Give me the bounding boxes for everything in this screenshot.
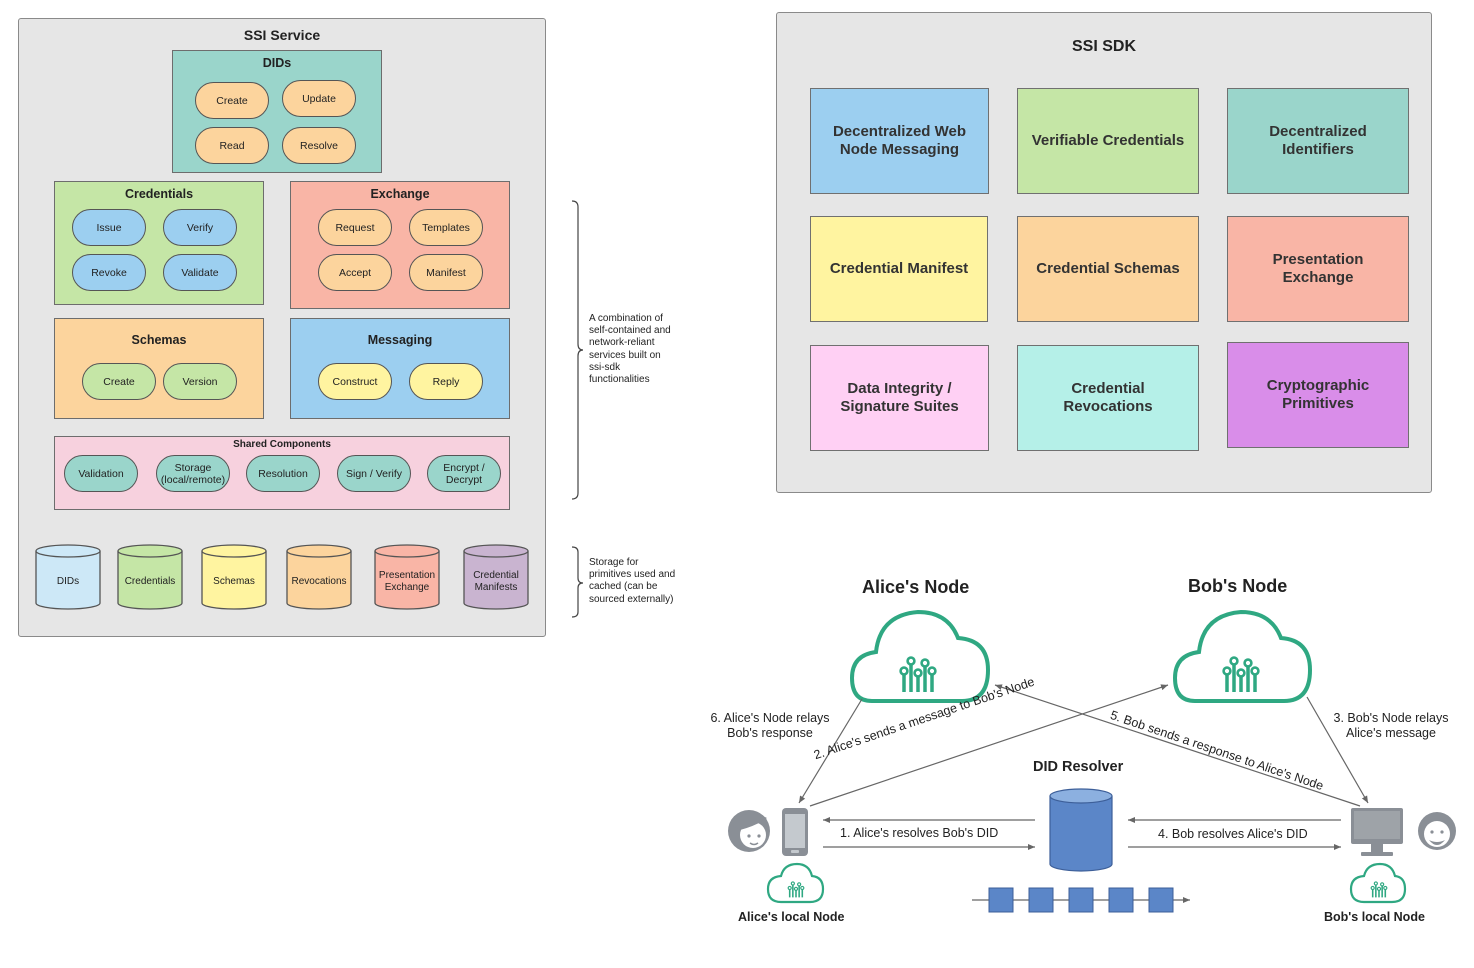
cylinder-schemas xyxy=(201,544,267,610)
storage-presentation-exchange-label: Presentation Exchange xyxy=(378,570,436,593)
credentials-group: Credentials Issue Verify Revoke Validate xyxy=(54,181,264,305)
sdk-credential-manifest: Credential Manifest xyxy=(810,216,988,322)
did-resolver-database-icon xyxy=(1049,788,1113,872)
blockchain-icon xyxy=(972,887,1190,913)
alice-node-title: Alice's Node xyxy=(862,577,970,597)
dids-read-pill: Read xyxy=(195,127,269,164)
messaging-group: Messaging Construct Reply xyxy=(290,318,510,419)
dids-create-pill: Create xyxy=(195,82,269,119)
shared-validation-pill: Validation xyxy=(64,455,138,492)
sdk-credential-revocations: Credential Revocations xyxy=(1017,345,1199,451)
credentials-title: Credentials xyxy=(124,187,194,201)
step4-label: 4. Bob resolves Alice's DID xyxy=(1158,827,1308,841)
storage-credentials-label: Credentials xyxy=(124,576,176,587)
bob-avatar-icon xyxy=(1418,812,1456,850)
step3-label: 3. Bob's Node relays Alice's message xyxy=(1333,711,1449,740)
exchange-accept-pill: Accept xyxy=(318,254,392,291)
credentials-verify-pill: Verify xyxy=(163,209,237,246)
cylinder-credential-manifests xyxy=(463,544,529,610)
arrow-alice-node-relay xyxy=(798,698,863,804)
messaging-construct-pill: Construct xyxy=(318,363,392,400)
step1-label: 1. Alice's resolves Bob's DID xyxy=(840,826,999,840)
alice-local-node-icon xyxy=(766,862,825,904)
alice-local-node-label: Alice's local Node xyxy=(738,910,845,924)
alice-node-cloud-icon xyxy=(849,609,991,703)
shared-components-title: Shared Components xyxy=(233,439,331,450)
alice-phone-icon xyxy=(782,808,808,856)
brace-combination xyxy=(571,200,584,500)
schemas-create-pill: Create xyxy=(82,363,156,400)
sdk-cryptographic-primitives: Cryptographic Primitives xyxy=(1227,342,1409,448)
messaging-title: Messaging xyxy=(367,333,433,347)
cylinder-presentation-exchange xyxy=(374,544,440,610)
did-resolver-title: DID Resolver xyxy=(1033,759,1124,775)
sdk-credential-schemas: Credential Schemas xyxy=(1017,216,1199,322)
shared-encrypt-decrypt-pill: Encrypt / Decrypt xyxy=(427,455,501,492)
arrow-bob-node-relay xyxy=(1306,696,1369,804)
step6-label: 6. Alice's Node relays Bob's response xyxy=(710,711,830,740)
bob-node-title: Bob's Node xyxy=(1188,576,1288,596)
exchange-request-pill: Request xyxy=(318,209,392,246)
dids-resolve-pill: Resolve xyxy=(282,127,356,164)
exchange-group: Exchange Request Templates Accept Manife… xyxy=(290,181,510,309)
exchange-templates-pill: Templates xyxy=(409,209,483,246)
shared-sign-verify-pill: Sign / Verify xyxy=(337,455,411,492)
shared-storage-pill: Storage (local/remote) xyxy=(156,455,230,492)
credentials-issue-pill: Issue xyxy=(72,209,146,246)
alice-avatar-icon xyxy=(728,810,770,852)
brace-storage xyxy=(571,546,584,618)
shared-components-group: Shared Components Validation Storage (lo… xyxy=(54,436,510,510)
exchange-title: Exchange xyxy=(370,187,430,201)
arrow-step2 xyxy=(809,684,1169,807)
sdk-decentralized-identifiers: Decentralized Identifiers xyxy=(1227,88,1409,194)
dids-group: DIDs Create Update Read Resolve xyxy=(172,50,382,173)
sdk-presentation-exchange: Presentation Exchange xyxy=(1227,216,1409,322)
arrow-step5 xyxy=(994,684,1361,807)
ssi-sdk-title: SSI SDK xyxy=(1071,38,1136,55)
schemas-version-pill: Version xyxy=(163,363,237,400)
storage-schemas-label: Schemas xyxy=(213,576,255,587)
combination-note: A combination of self-contained and netw… xyxy=(589,313,671,386)
cylinder-revocations xyxy=(286,544,352,610)
dids-title: DIDs xyxy=(262,56,292,70)
credentials-revoke-pill: Revoke xyxy=(72,254,146,291)
credentials-validate-pill: Validate xyxy=(163,254,237,291)
bob-local-node-icon xyxy=(1349,862,1407,904)
schemas-group: Schemas Create Version xyxy=(54,318,264,419)
storage-revocations-label: Revocations xyxy=(291,576,347,587)
sdk-data-integrity: Data Integrity / Signature Suites xyxy=(810,345,989,451)
bob-local-node-label: Bob's local Node xyxy=(1324,910,1425,924)
sdk-dwn-messaging: Decentralized Web Node Messaging xyxy=(810,88,989,194)
bob-node-cloud-icon xyxy=(1172,609,1313,703)
exchange-manifest-pill: Manifest xyxy=(409,254,483,291)
shared-resolution-pill: Resolution xyxy=(246,455,320,492)
dids-update-pill: Update xyxy=(282,80,356,117)
messaging-reply-pill: Reply xyxy=(409,363,483,400)
storage-dids-label: DIDs xyxy=(56,576,80,587)
ssi-service-title: SSI Service xyxy=(243,27,321,43)
storage-note: Storage for primitives used and cached (… xyxy=(589,557,676,605)
storage-credential-manifests-label: Credential Manifests xyxy=(473,570,519,593)
schemas-title: Schemas xyxy=(131,333,187,347)
cylinder-dids xyxy=(35,544,101,610)
bob-computer-icon xyxy=(1351,808,1403,856)
sdk-verifiable-credentials: Verifiable Credentials xyxy=(1017,88,1199,194)
cylinder-credentials xyxy=(117,544,183,610)
